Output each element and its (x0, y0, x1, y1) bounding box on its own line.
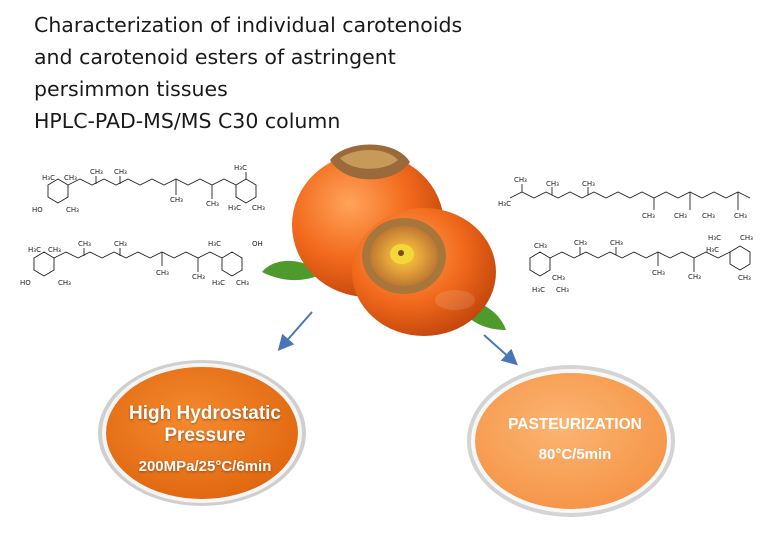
ch3-label: H₃C (28, 246, 41, 254)
ch3-label: CH₃ (652, 269, 665, 277)
molecule-middle-left (33, 248, 243, 277)
ho-label: HO (32, 206, 43, 214)
ch3-label: CH₃ (514, 176, 527, 184)
title-block: Characterization of individual carotenoi… (34, 9, 554, 137)
ch3-label: CH₃ (610, 239, 623, 247)
molecule-middle-right (529, 245, 751, 277)
ch3-label: CH₃ (114, 240, 127, 248)
arrow-down-left-icon (277, 311, 313, 352)
ch3-label: H₃C (208, 240, 221, 248)
ch3-label: CH₃ (206, 200, 219, 208)
ch3-label: CH₃ (66, 206, 79, 214)
ch3-label: CH₃ (64, 174, 77, 182)
ch3-label: CH₃ (734, 212, 747, 220)
ch3-label: H₃C (234, 164, 247, 172)
ch3-label: CH₃ (236, 279, 249, 287)
ch3-label: CH₃ (534, 242, 547, 250)
ch3-label: CH₃ (574, 239, 587, 247)
ch3-label: CH₃ (170, 196, 183, 204)
ch3-label: CH₃ (252, 204, 265, 212)
molecule-top-left (47, 172, 257, 204)
ch3-label: CH₃ (58, 279, 71, 287)
oh-label: OH (252, 240, 263, 248)
ch3-label: CH₃ (688, 273, 701, 281)
ch3-label: CH₃ (546, 180, 559, 188)
hhp-conditions: 200MPa/25°C/6min (138, 458, 272, 475)
ch3-label: CH₃ (582, 180, 595, 188)
ch3-label: H₃C (532, 286, 545, 294)
title-line-2: and carotenoid esters of astringent (34, 45, 396, 69)
persimmon-fruit-illustration (262, 144, 506, 336)
ch3-label: CH₃ (740, 234, 753, 242)
ch3-label: H₃C (708, 234, 721, 242)
ch3-label: CH₃ (552, 274, 565, 282)
ch3-label: CH₃ (674, 212, 687, 220)
ch3-label: CH₃ (702, 212, 715, 220)
pasteurization-title: PASTEURIZATION (508, 416, 642, 433)
arrow-down-right-icon (483, 334, 518, 366)
ch3-label: H₃C (228, 204, 241, 212)
ch3-label: CH₃ (642, 212, 655, 220)
ch3-label: H₃C (42, 174, 55, 182)
hhp-title: High Hydrostatic Pressure (128, 403, 282, 446)
title-line-1: Characterization of individual carotenoi… (34, 13, 463, 37)
ho-label: HO (20, 279, 31, 287)
title-line-4: HPLC-PAD-MS/MS C30 column (34, 109, 341, 133)
molecule-top-right (509, 184, 751, 210)
ch3-label: H₃C (212, 279, 225, 287)
ch3-label: CH₃ (556, 286, 569, 294)
ch3-label: CH₃ (78, 240, 91, 248)
ch3-label: CH₃ (90, 168, 103, 176)
pasteurization-conditions: 80°C/5min (538, 446, 612, 463)
ch3-label: H₃C (706, 246, 719, 254)
ch3-label: H₃C (498, 200, 511, 208)
ch3-label: CH₃ (114, 168, 127, 176)
ch3-label: CH₃ (738, 274, 751, 282)
title-line-3: persimmon tissues (34, 77, 228, 101)
ch3-label: CH₃ (48, 246, 61, 254)
ch3-label: CH₃ (156, 269, 169, 277)
hhp-oval (102, 363, 302, 503)
ch3-label: CH₃ (192, 273, 205, 281)
pasteurization-oval (471, 369, 671, 513)
